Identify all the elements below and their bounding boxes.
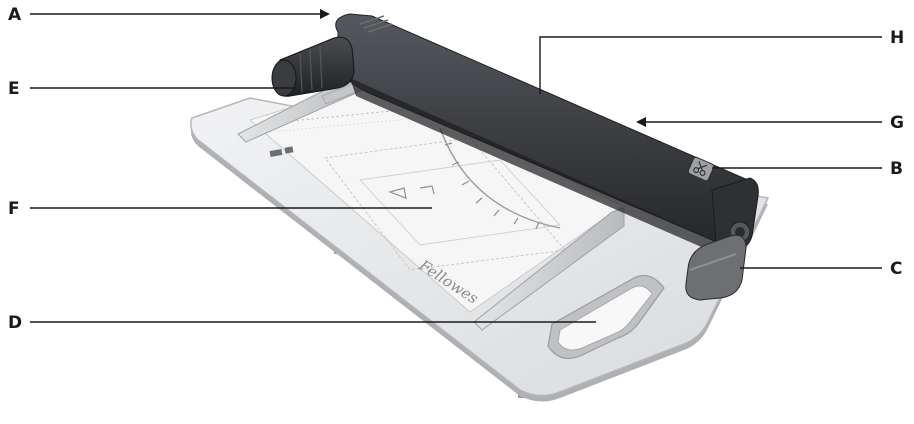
leader-h bbox=[539, 36, 882, 94]
callout-f: F bbox=[8, 199, 20, 219]
callout-a: A bbox=[8, 5, 22, 25]
cut-button[interactable] bbox=[687, 156, 715, 182]
callout-c: C bbox=[890, 259, 902, 279]
right-paper-guide[interactable] bbox=[473, 207, 625, 331]
callout-e: E bbox=[8, 79, 20, 99]
callout-g: G bbox=[890, 113, 904, 133]
callout-h: H bbox=[890, 28, 904, 48]
housing bbox=[335, 13, 759, 256]
carry-handle[interactable] bbox=[547, 275, 665, 359]
logo-mark bbox=[284, 146, 294, 154]
logo-mark bbox=[269, 149, 283, 157]
scissors-icon bbox=[693, 161, 708, 176]
callout-b: B bbox=[890, 159, 903, 179]
arrowhead-a bbox=[320, 9, 330, 19]
callout-labels: A E F D H G B C bbox=[8, 5, 904, 333]
left-knob[interactable] bbox=[271, 36, 355, 97]
arrowhead-g bbox=[636, 117, 646, 127]
release-lever[interactable] bbox=[685, 234, 747, 301]
callout-d: D bbox=[8, 313, 22, 333]
leader-lines bbox=[30, 9, 882, 323]
